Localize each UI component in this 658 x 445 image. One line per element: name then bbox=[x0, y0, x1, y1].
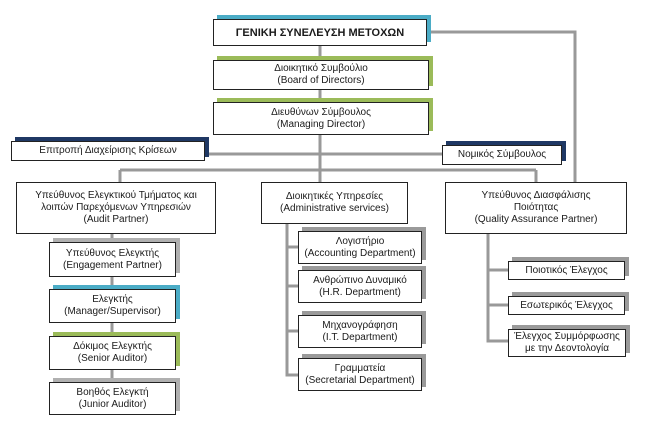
ethics-compliance-label-line2: με την Δεοντολογία bbox=[524, 343, 610, 354]
general-assembly-box: ΓΕΝΙΚΗ ΣΥΝΕΛΕΥΣΗ ΜΕΤΟΧΩΝ bbox=[213, 19, 427, 46]
qa-partner-line3: (Quality Assurance Partner) bbox=[474, 214, 598, 225]
internal-audit-label: Εσωτερικός Έλεγχος bbox=[520, 299, 613, 311]
junior-auditor-label-gr: Βοηθός Ελεγκτή bbox=[76, 386, 149, 398]
quality-assurance-box: Υπεύθυνος Διασφάλισης Ποιότητας (Quality… bbox=[445, 182, 627, 234]
ethics-compliance-box: Έλεγχος Συμμόρφωσης με την Δεοντολογία bbox=[508, 329, 626, 357]
managing-director-box: Διευθύνων Σύμβουλος (Managing Director) bbox=[213, 102, 429, 135]
administrative-services-box: Διοικητικές Υπηρεσίες (Administrative se… bbox=[261, 182, 408, 224]
senior-auditor-box: Δόκιμος Ελεγκτής (Senior Auditor) bbox=[49, 336, 176, 370]
md-label-en: (Managing Director) bbox=[276, 118, 366, 130]
hr-label-gr: Ανθρώπινο Δυναμικό bbox=[313, 274, 407, 286]
engagement-partner-box: Υπεύθυνος Ελεγκτής (Engagement Partner) bbox=[49, 242, 176, 277]
secretarial-label-gr: Γραμματεία bbox=[334, 362, 386, 374]
audit-partner-line1: Υπεύθυνος Ελεγκτικού Τμήματος και bbox=[35, 190, 197, 201]
admin-services-label-gr: Διοικητικές Υπηρεσίες bbox=[285, 191, 384, 202]
board-of-directors-box: Διοικητικό Συμβούλιο (Board of Directors… bbox=[213, 60, 429, 90]
secretarial-label-en: (Secretarial Department) bbox=[305, 374, 415, 386]
quality-control-label: Ποιοτικός Έλεγχος bbox=[525, 264, 608, 276]
crisis-committee-label: Επιτροπή Διαχείρισης Κρίσεων bbox=[39, 145, 177, 156]
general-assembly-label: ΓΕΝΙΚΗ ΣΥΝΕΛΕΥΣΗ ΜΕΤΟΧΩΝ bbox=[235, 26, 405, 39]
manager-label-gr: Ελεγκτής bbox=[92, 294, 133, 305]
accounting-label-gr: Λογιστήριο bbox=[335, 235, 385, 247]
audit-partner-line2: λοιπών Παρεχόμενων Υπηρεσιών bbox=[41, 202, 191, 213]
internal-audit-box: Εσωτερικός Έλεγχος bbox=[508, 296, 625, 315]
senior-auditor-label-en: (Senior Auditor) bbox=[77, 353, 148, 364]
secretarial-department-box: Γραμματεία (Secretarial Department) bbox=[298, 358, 422, 391]
qa-partner-line2: Ποιότητας bbox=[513, 202, 559, 213]
it-department-box: Μηχανογράφηση (I.T. Department) bbox=[298, 315, 422, 348]
junior-auditor-label-en: (Junior Auditor) bbox=[78, 398, 147, 410]
board-label-en: (Board of Directors) bbox=[277, 75, 365, 86]
it-label-gr: Μηχανογράφηση bbox=[322, 319, 398, 331]
accounting-department-box: Λογιστήριο (Accounting Department) bbox=[298, 231, 422, 264]
hr-department-box: Ανθρώπινο Δυναμικό (H.R. Department) bbox=[298, 270, 422, 303]
md-label-gr: Διευθύνων Σύμβουλος bbox=[271, 106, 371, 118]
engagement-partner-label-gr: Υπεύθυνος Ελεγκτής bbox=[65, 247, 160, 259]
ethics-compliance-label-line1: Έλεγχος Συμμόρφωσης bbox=[514, 331, 620, 342]
accounting-label-en: (Accounting Department) bbox=[304, 247, 416, 259]
audit-partner-box: Υπεύθυνος Ελεγκτικού Τμήματος και λοιπών… bbox=[16, 182, 216, 234]
senior-auditor-label-gr: Δόκιμος Ελεγκτής bbox=[73, 341, 152, 352]
qa-partner-line1: Υπεύθυνος Διασφάλισης bbox=[481, 190, 591, 201]
audit-partner-line3: (Audit Partner) bbox=[83, 214, 149, 225]
it-label-en: (I.T. Department) bbox=[322, 331, 398, 343]
manager-label-en: (Manager/Supervisor) bbox=[64, 306, 161, 317]
crisis-committee-box: Επιτροπή Διαχείρισης Κρίσεων bbox=[11, 141, 205, 161]
board-label-gr: Διοικητικό Συμβούλιο bbox=[274, 63, 368, 74]
engagement-partner-label-en: (Engagement Partner) bbox=[63, 259, 162, 271]
admin-services-label-en: (Administrative services) bbox=[280, 203, 389, 214]
quality-control-box: Ποιοτικός Έλεγχος bbox=[508, 261, 625, 280]
legal-advisor-box: Νομικός Σύμβουλος bbox=[442, 145, 562, 165]
manager-supervisor-box: Ελεγκτής (Manager/Supervisor) bbox=[49, 289, 176, 323]
junior-auditor-box: Βοηθός Ελεγκτή (Junior Auditor) bbox=[49, 382, 176, 415]
legal-advisor-label: Νομικός Σύμβουλος bbox=[457, 149, 547, 160]
hr-label-en: (H.R. Department) bbox=[319, 286, 401, 298]
